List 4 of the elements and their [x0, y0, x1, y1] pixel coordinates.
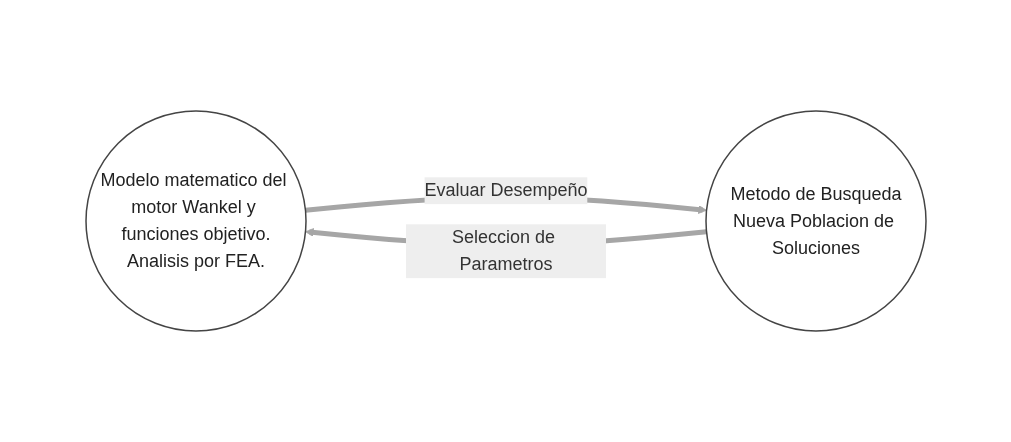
edge-label: Evaluar Desempeño — [423, 180, 588, 201]
node-circle: Metodo de Busqueda Nueva Poblacion de Soluciones — [704, 110, 927, 332]
edge-label: Seleccion de Parametros — [451, 227, 555, 275]
node-circle: Modelo matematico del motor Wankel y funciones objetivo. Analisis por FEA. — [84, 110, 307, 332]
